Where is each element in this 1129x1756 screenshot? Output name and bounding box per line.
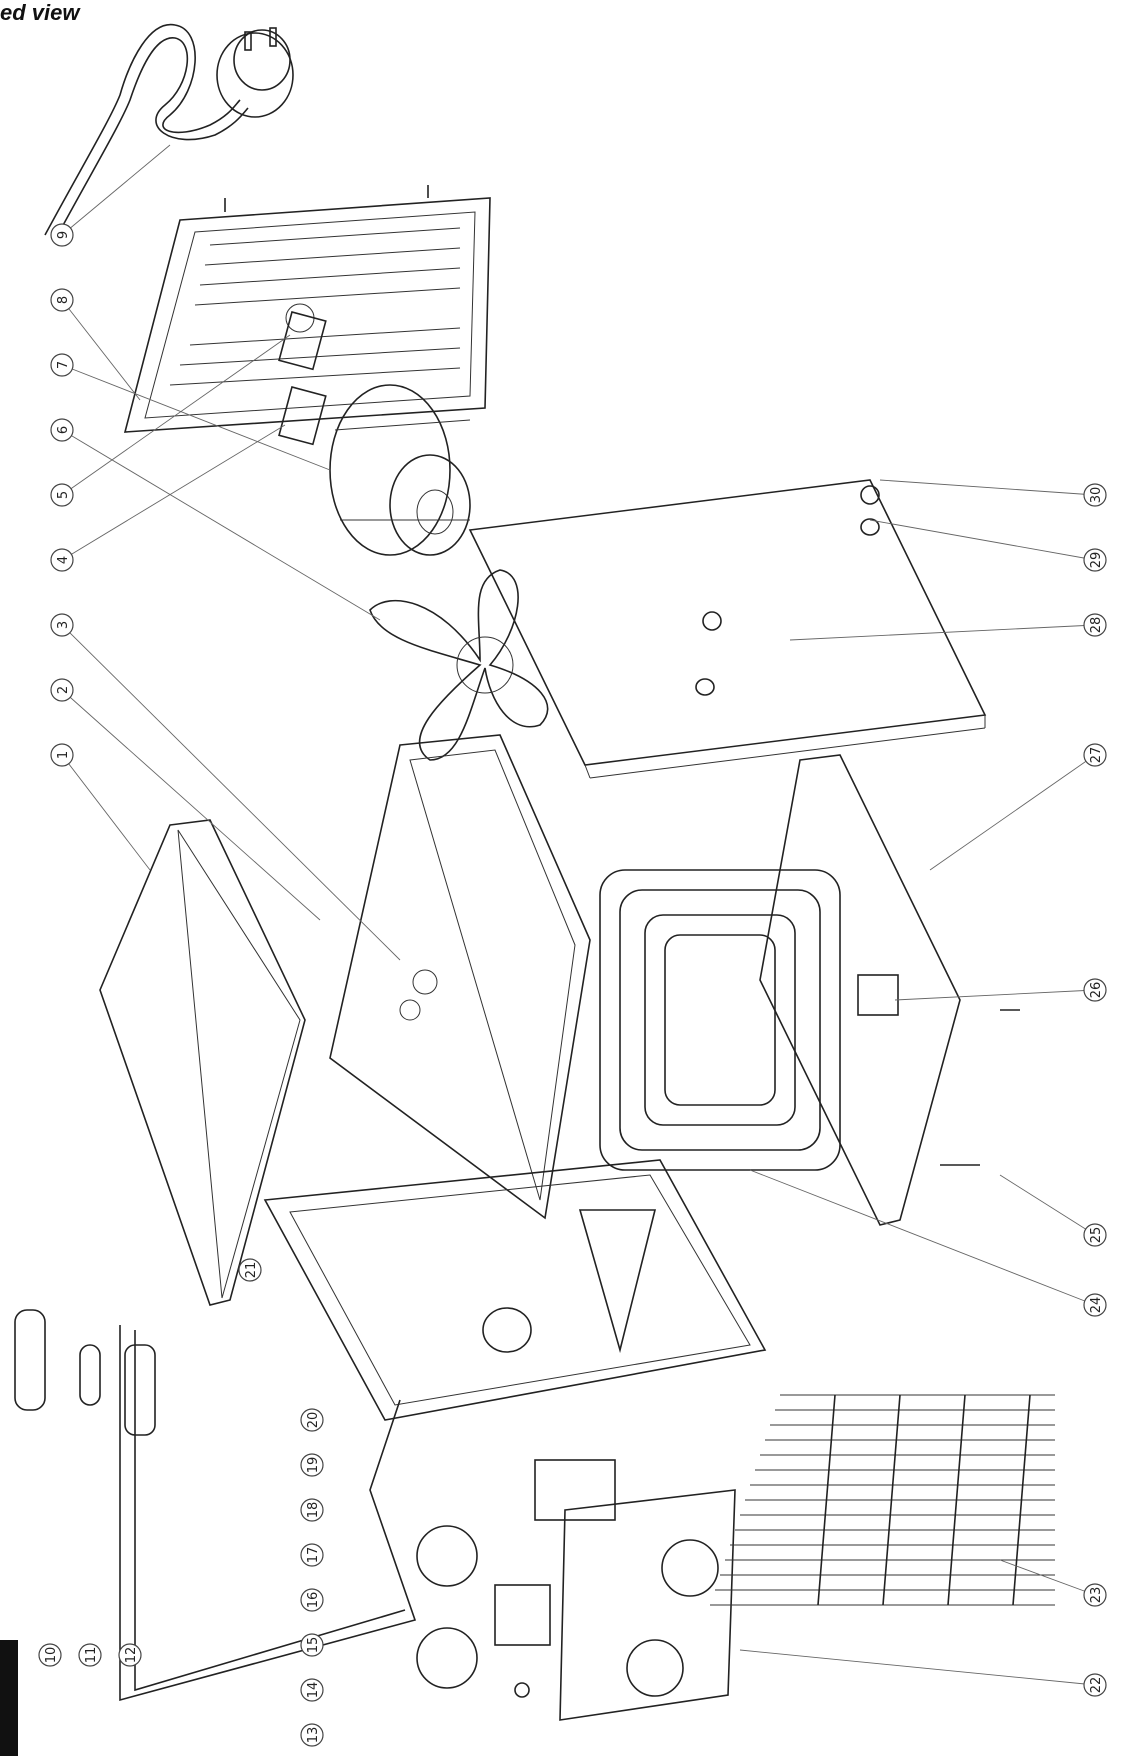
callout-5: 5 [50, 483, 74, 507]
svg-text:16: 16 [306, 1592, 321, 1609]
svg-text:1: 1 [56, 751, 71, 759]
callout-19: 19 [300, 1453, 324, 1477]
callout-25: 25 [1083, 1223, 1107, 1247]
callout-15: 15 [300, 1633, 324, 1657]
callout-22: 22 [1083, 1673, 1107, 1697]
diagram-title: ed view [0, 0, 80, 25]
callout-4: 4 [50, 548, 74, 572]
svg-text:19: 19 [306, 1457, 321, 1474]
svg-text:6: 6 [56, 426, 71, 434]
callout-17: 17 [300, 1543, 324, 1567]
svg-text:12: 12 [124, 1647, 139, 1664]
rear-grille-panel [123, 185, 491, 433]
callout-18: 18 [300, 1498, 324, 1522]
svg-text:29: 29 [1089, 552, 1104, 569]
callout-2: 2 [50, 678, 74, 702]
svg-text:4: 4 [56, 556, 71, 564]
callout-13: 13 [300, 1723, 324, 1747]
svg-text:8: 8 [56, 296, 71, 304]
fan-blade [369, 569, 549, 761]
callout-11: 11 [78, 1643, 102, 1667]
power-cord [44, 23, 294, 241]
callout-28: 28 [1083, 613, 1107, 637]
callout-27: 27 [1083, 743, 1107, 767]
svg-text:25: 25 [1089, 1227, 1104, 1244]
callout-1: 1 [50, 743, 74, 767]
callout-26: 26 [1083, 978, 1107, 1002]
callout-3: 3 [50, 613, 74, 637]
callout-24: 24 [1083, 1293, 1107, 1317]
front-grille [710, 1394, 1055, 1606]
callout-6: 6 [50, 418, 74, 442]
carry-handle [14, 1309, 417, 1702]
callout-23: 23 [1083, 1583, 1107, 1607]
callout-29: 29 [1083, 548, 1107, 572]
svg-text:27: 27 [1089, 747, 1104, 764]
heating-element [599, 869, 841, 1171]
side-panel-right [468, 479, 987, 779]
callout-10: 10 [38, 1643, 62, 1667]
svg-text:15: 15 [306, 1637, 321, 1654]
callout-7: 7 [50, 353, 74, 377]
svg-text:22: 22 [1089, 1677, 1104, 1694]
callout-8: 8 [50, 288, 74, 312]
callout-21: 21 [238, 1258, 262, 1282]
page-edge-tab [0, 1640, 18, 1756]
bottom-panel [759, 754, 961, 1226]
svg-text:11: 11 [84, 1647, 99, 1664]
svg-text:17: 17 [306, 1547, 321, 1564]
svg-text:30: 30 [1089, 487, 1104, 504]
svg-text:10: 10 [44, 1647, 59, 1664]
svg-text:14: 14 [306, 1682, 321, 1699]
svg-text:26: 26 [1089, 982, 1104, 999]
svg-text:24: 24 [1089, 1297, 1104, 1314]
svg-text:21: 21 [244, 1262, 259, 1279]
svg-text:7: 7 [56, 361, 71, 369]
svg-text:18: 18 [306, 1502, 321, 1519]
callout-9: 9 [50, 223, 74, 247]
top-cover-panel [99, 819, 306, 1306]
terminal-bracket [857, 974, 899, 1016]
svg-text:23: 23 [1089, 1587, 1104, 1604]
svg-text:20: 20 [306, 1412, 321, 1429]
svg-text:28: 28 [1089, 617, 1104, 634]
base-frame [263, 1159, 767, 1421]
leader-lines [61, 144, 1096, 1686]
svg-text:3: 3 [56, 621, 71, 629]
svg-text:5: 5 [56, 491, 71, 499]
callout-30: 30 [1083, 483, 1107, 507]
fan-motor [329, 384, 471, 556]
callout-16: 16 [300, 1588, 324, 1612]
callout-20: 20 [300, 1408, 324, 1432]
svg-text:9: 9 [56, 231, 71, 239]
switches [278, 310, 327, 446]
screws [940, 1009, 1020, 1166]
callout-14: 14 [300, 1678, 324, 1702]
callout-12: 12 [118, 1643, 142, 1667]
control-chassis [329, 734, 591, 1220]
svg-text:2: 2 [56, 686, 71, 694]
svg-text:13: 13 [306, 1727, 321, 1744]
front-control-plate [559, 1489, 736, 1721]
control-components [416, 1307, 616, 1698]
